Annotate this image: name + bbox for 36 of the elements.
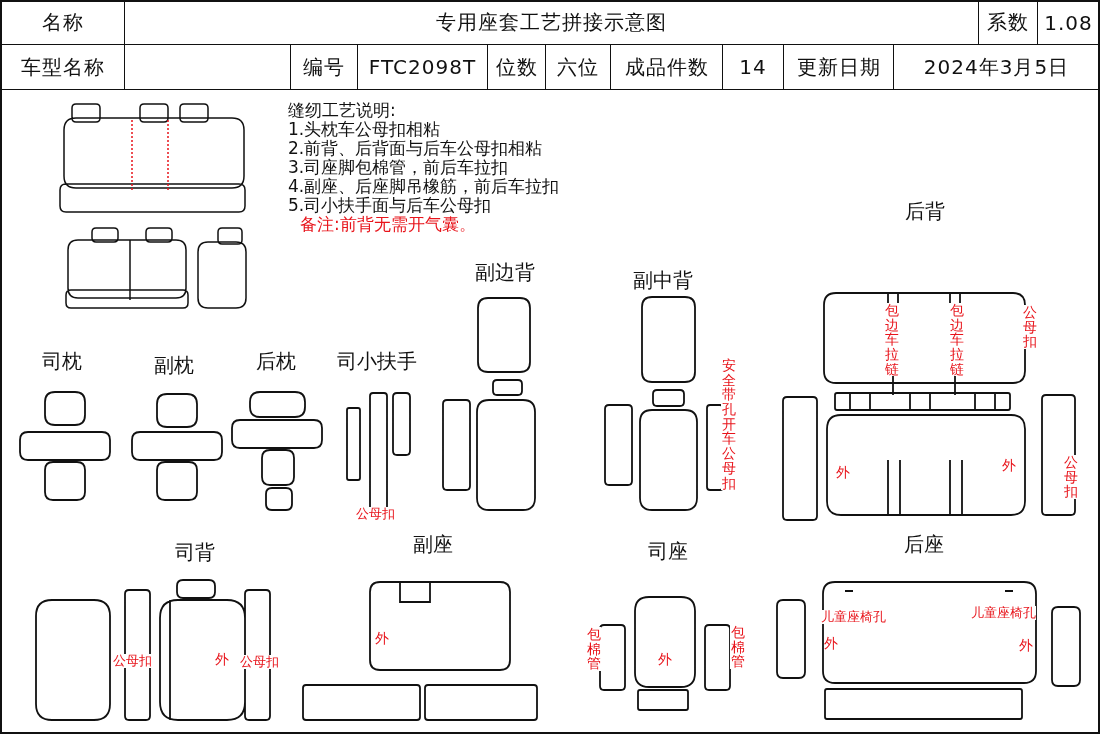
section-title: 司座 bbox=[648, 541, 688, 562]
section-title: 司小扶手 bbox=[337, 351, 417, 372]
note-text: 2.前背、后背面与后车公母扣相粘 bbox=[288, 140, 543, 158]
part-note: 公母扣 bbox=[1063, 455, 1078, 500]
part-note: 外 bbox=[215, 652, 229, 667]
part-note: 儿童座椅孔 bbox=[971, 606, 1036, 620]
part-note: 外 bbox=[824, 636, 838, 651]
section-title: 后枕 bbox=[256, 351, 296, 372]
section-title: 副中背 bbox=[633, 270, 693, 291]
part-note: 包棉管 bbox=[586, 627, 601, 672]
section-title: 后背 bbox=[905, 201, 945, 222]
part-note: 包棉管 bbox=[730, 625, 745, 670]
part-note: 外 bbox=[375, 631, 389, 646]
part-note: 公母扣 bbox=[240, 655, 279, 669]
note-heading: 缝纫工艺说明: bbox=[288, 102, 396, 120]
note-text: 3.司座脚包棉管，前后车拉扣 bbox=[288, 159, 509, 177]
part-note: 公母扣 bbox=[113, 654, 152, 668]
part-note: 公母扣 bbox=[1022, 305, 1037, 350]
section-title: 司枕 bbox=[42, 351, 82, 372]
part-note: 外 bbox=[836, 465, 850, 480]
part-note: 公母扣 bbox=[356, 507, 395, 521]
note-text: 5.司小扶手面与后车公母扣 bbox=[288, 197, 492, 215]
part-note: 外 bbox=[1019, 638, 1033, 653]
part-note: 包边车拉链 bbox=[884, 303, 899, 377]
section-title: 后座 bbox=[904, 534, 944, 555]
note-text: 4.副座、后座脚吊橡筋，前后车拉扣 bbox=[288, 178, 560, 196]
section-title: 副边背 bbox=[475, 262, 535, 283]
section-title: 司背 bbox=[175, 542, 215, 563]
part-note: 安全带孔开车公母扣 bbox=[721, 358, 736, 491]
part-note: 儿童座椅孔 bbox=[821, 610, 886, 624]
section-title: 副座 bbox=[413, 534, 453, 555]
part-note: 外 bbox=[1002, 458, 1016, 473]
note-text: 1.头枕车公母扣相粘 bbox=[288, 121, 441, 139]
part-note: 外 bbox=[658, 652, 672, 667]
section-title: 副枕 bbox=[154, 355, 194, 376]
part-note: 包边车拉链 bbox=[949, 303, 964, 377]
